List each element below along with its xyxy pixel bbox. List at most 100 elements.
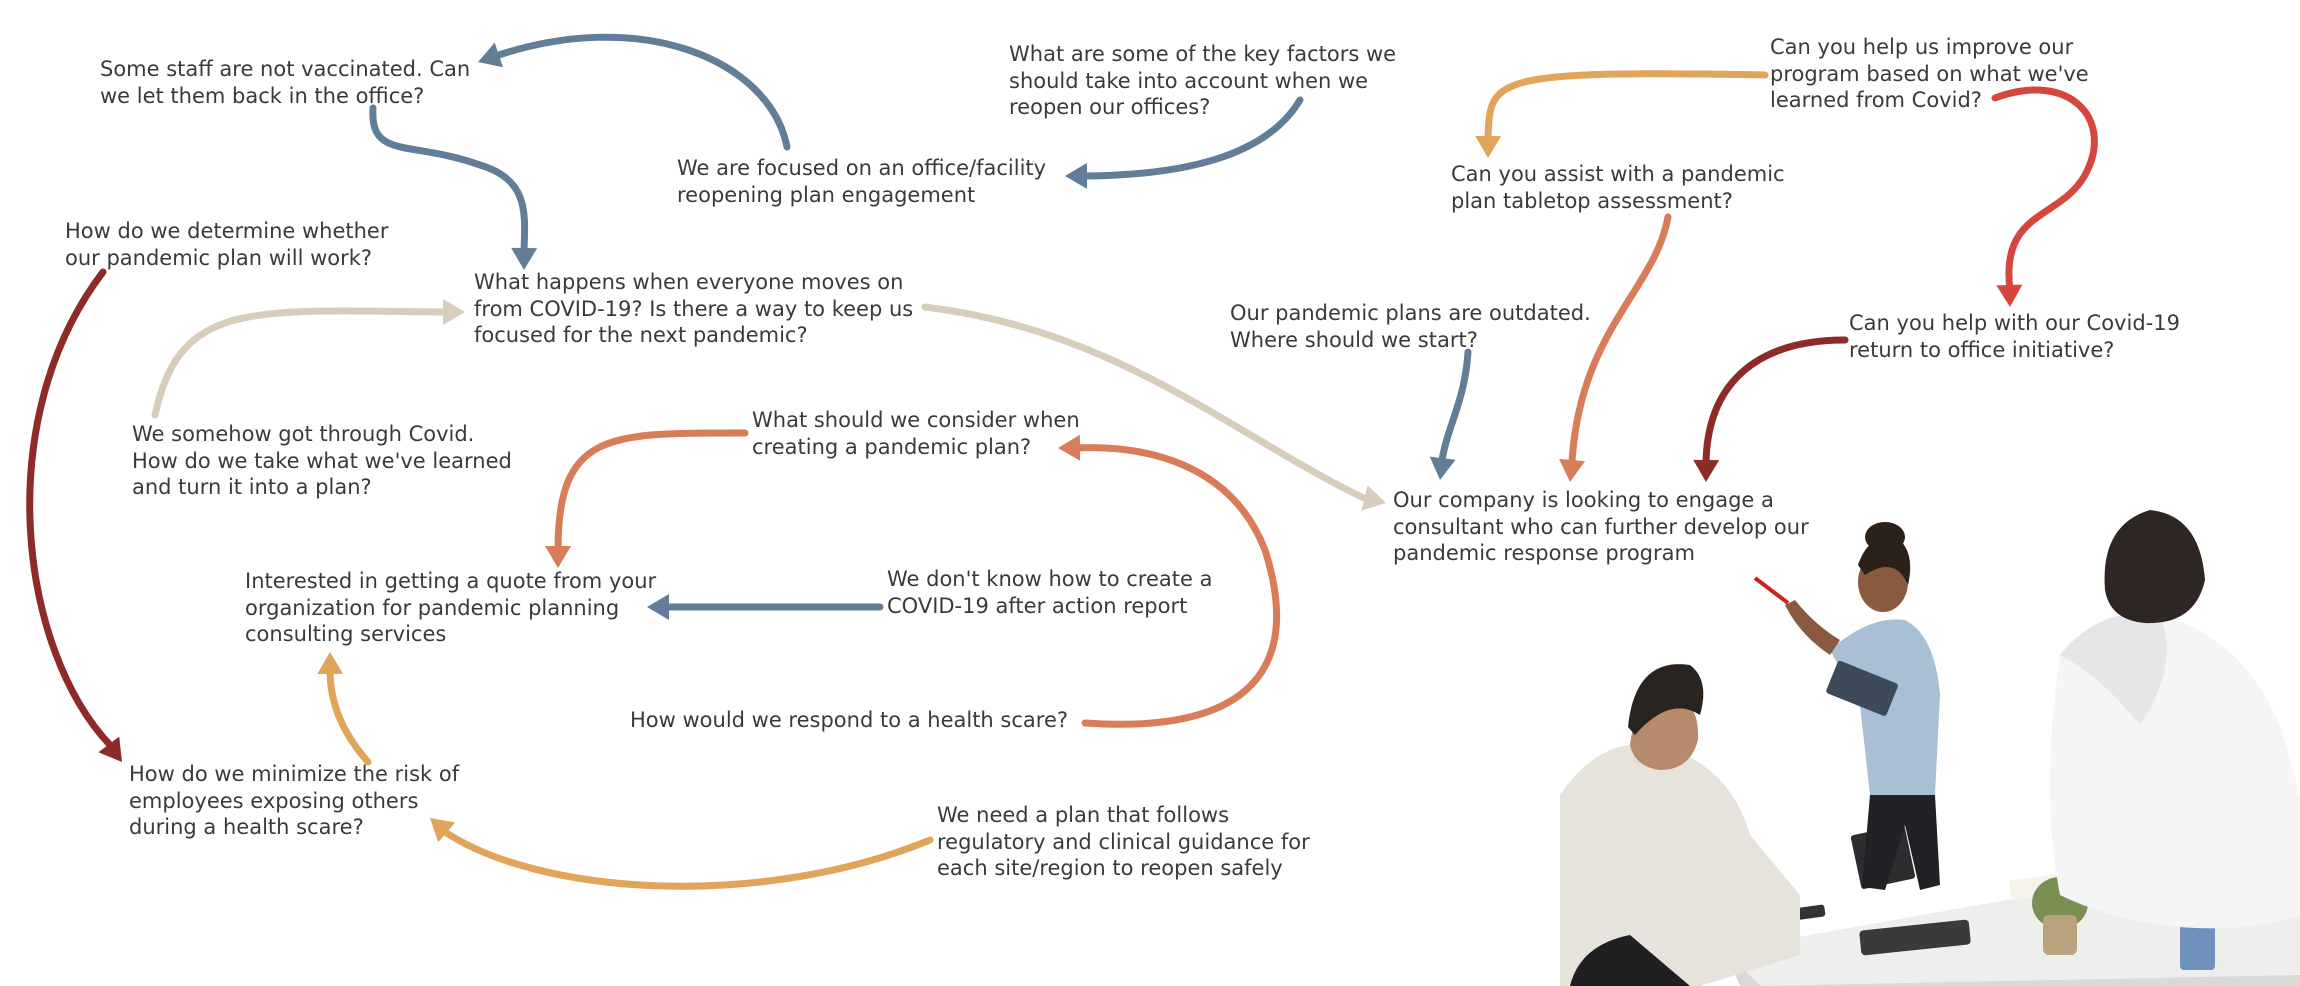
node-line: How do we take what we've learned: [132, 448, 512, 473]
node-line: each site/region to reopen safely: [937, 856, 1283, 880]
node-line: during a health scare?: [129, 815, 364, 839]
arrow-reopening-to-staff: [478, 33, 791, 151]
node-line: Our pandemic plans are outdated.: [1230, 301, 1591, 325]
arrow-line: [26, 268, 114, 749]
arrow-line: [1438, 348, 1472, 464]
node-line: Can you help us improve our: [1770, 35, 2074, 59]
node-quote: Interested in getting a quote from your …: [245, 568, 656, 648]
arrow-line: [1568, 213, 1672, 466]
arrow-staff-to-everyone: [369, 104, 538, 270]
arrow-consider-to-quote: [545, 429, 749, 568]
node-line: What happens when everyone moves on: [474, 270, 904, 294]
node-line: consulting services: [245, 622, 447, 646]
arrow-head: [1475, 135, 1502, 158]
arrow-line: [326, 666, 372, 766]
arrow-line: [1071, 444, 1281, 728]
node-line: Interested in getting a quote from your: [245, 569, 657, 593]
node-line: Where should we start?: [1230, 327, 1478, 352]
arrow-gotthrough-to-everyone: [151, 298, 465, 419]
arrow-line: [1484, 70, 1769, 142]
node-staff-not-vaccinated: Some staff are not vaccinated. Can we le…: [100, 56, 470, 109]
node-line: our pandemic plan will work?: [65, 245, 373, 270]
arrow-head: [545, 545, 572, 568]
node-line: plan tabletop assessment?: [1451, 188, 1733, 213]
arrow-line: [486, 33, 791, 151]
node-line: we let them back in the office?: [100, 83, 425, 108]
node-line: pandemic response program: [1393, 541, 1695, 565]
node-outdated: Our pandemic plans are outdated. Where s…: [1230, 300, 1591, 353]
node-line: Can you help with our Covid-19: [1849, 311, 2180, 335]
node-regulatory: We need a plan that follows regulatory a…: [937, 802, 1310, 882]
arrow-returnoffice-to-company: [1693, 336, 1849, 482]
notebook: [1859, 919, 1971, 956]
arrow-head: [442, 298, 465, 325]
arrow-head: [1065, 162, 1088, 189]
node-line: return to office initiative?: [1849, 337, 2115, 362]
standing-woman: [1753, 522, 1940, 890]
node-line: What should we consider when: [752, 408, 1080, 432]
node-line: We need a plan that follows: [937, 803, 1230, 827]
arrow-head: [478, 42, 503, 68]
arrow-regulatory-to-minimize: [430, 818, 934, 890]
node-line: focused for the next pandemic?: [474, 323, 808, 347]
node-consider-plan: What should we consider when creating a …: [752, 407, 1080, 460]
arrow-improve-to-returnoffice: [1991, 86, 2098, 307]
team-meeting-photo: [1560, 510, 2300, 986]
node-return-office: Can you help with our Covid-19 return to…: [1849, 310, 2180, 363]
arrow-line: [369, 104, 529, 256]
node-line: employees exposing others: [129, 788, 419, 813]
arrow-head: [430, 818, 456, 843]
node-line: What are some of the key factors we: [1009, 42, 1397, 66]
node-line: organization for pandemic planning: [245, 595, 620, 620]
node-got-through-covid: We somehow got through Covid. How do we …: [132, 421, 512, 501]
node-office-reopening: We are focused on an office/facility reo…: [677, 155, 1046, 208]
arrow-head: [317, 652, 344, 675]
node-line: Some staff are not vaccinated. Can: [100, 57, 471, 81]
seated-man: [1560, 664, 1800, 986]
arrow-determine-to-minimize: [26, 268, 122, 762]
arrow-afteraction-to-quote: [647, 594, 884, 620]
arrow-head: [1693, 459, 1720, 482]
node-line: How do we minimize the risk of: [129, 762, 460, 786]
node-line: COVID-19 after action report: [887, 593, 1188, 618]
arrow-line: [921, 303, 1372, 504]
node-improve-program: Can you help us improve our program base…: [1770, 34, 2089, 114]
node-determine-plan-work: How do we determine whether our pandemic…: [65, 218, 388, 271]
arrow-head: [1429, 456, 1456, 480]
arrow-outdated-to-company: [1429, 348, 1472, 480]
arrow-head: [1058, 434, 1081, 461]
arrow-head: [647, 594, 669, 620]
arrow-line: [1991, 86, 2098, 294]
node-line: from COVID-19? Is there a way to keep us: [474, 296, 914, 321]
node-line: creating a pandemic plan?: [752, 434, 1032, 459]
arrow-line: [554, 429, 749, 554]
arrow-improve-to-tabletop: [1475, 70, 1769, 158]
node-line: We somehow got through Covid.: [132, 422, 475, 446]
node-line: reopening plan engagement: [677, 182, 976, 207]
node-after-action: We don't know how to create a COVID-19 a…: [887, 566, 1212, 619]
pen-cup: [2180, 915, 2215, 970]
node-key-factors: What are some of the key factors we shou…: [1009, 41, 1396, 121]
arrow-everyone-to-company: [921, 303, 1386, 511]
arrow-keyfactors-to-reopening: [1065, 96, 1304, 189]
node-line: learned from Covid?: [1770, 88, 1982, 112]
node-company-consultant: Our company is looking to engage a consu…: [1393, 487, 1809, 567]
node-minimize-risk: How do we minimize the risk of employees…: [129, 761, 459, 841]
node-line: How would we respond to a health scare?: [630, 708, 1069, 732]
node-line: and turn it into a plan?: [132, 475, 372, 499]
node-health-scare: How would we respond to a health scare?: [630, 707, 1068, 734]
node-line: program based on what we've: [1770, 61, 2089, 86]
arrow-healthscare-to-consider: [1058, 434, 1281, 728]
node-line: Our company is looking to engage a: [1393, 488, 1774, 512]
node-tabletop: Can you assist with a pandemic plan tabl…: [1451, 161, 1785, 214]
node-line: How do we determine whether: [65, 219, 389, 243]
arrow-line: [441, 828, 934, 890]
arrow-head: [511, 247, 538, 270]
tablet: [1826, 660, 1898, 716]
node-line: should take into account when we: [1009, 68, 1369, 93]
arrow-line: [1702, 336, 1849, 466]
arrow-line: [1081, 96, 1304, 180]
arrow-head: [1559, 458, 1585, 482]
node-line: Can you assist with a pandemic: [1451, 162, 1785, 186]
